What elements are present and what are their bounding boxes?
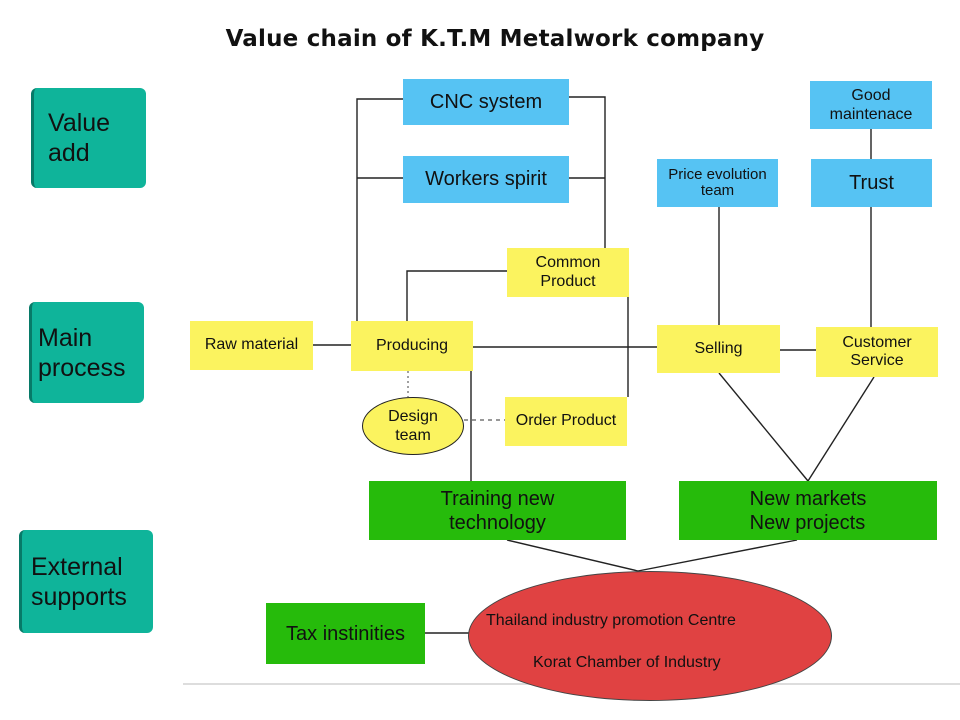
node-producing: Producing — [351, 321, 473, 371]
node-trust: Trust — [811, 159, 932, 207]
node-common-product: Common Product — [507, 248, 629, 297]
node-order-product-label: Order Product — [515, 412, 617, 430]
category-value-add-label: Value add — [48, 109, 111, 167]
connector-common-producing — [406, 270, 507, 321]
node-design-team: Design team — [362, 397, 464, 455]
connector-markets-ellipse — [637, 539, 798, 572]
connector-training-ellipse — [506, 539, 639, 572]
connector-cnc-right — [569, 96, 606, 248]
category-main-process-label: Main process — [38, 323, 126, 382]
node-common-product-label: Common Product — [535, 254, 601, 290]
node-institutions-ellipse — [468, 571, 832, 701]
node-customer-service-label: Customer Service — [842, 333, 912, 369]
node-price-evolution-team-label: Price evolution team — [668, 165, 767, 199]
node-raw-material: Raw material — [190, 321, 313, 370]
category-external-supports-label: External supports — [31, 552, 127, 611]
node-price-evolution-team: Price evolution team — [657, 159, 778, 207]
node-raw-material-label: Raw material — [204, 336, 299, 354]
node-cnc-system: CNC system — [403, 79, 569, 125]
connector-selling-markets — [718, 372, 809, 482]
node-selling-label: Selling — [694, 339, 743, 357]
node-design-team-label: Design team — [388, 407, 438, 444]
node-producing-label: Producing — [375, 336, 449, 354]
node-good-maintenace: Good maintenace — [810, 81, 932, 129]
node-tax-instinities-label: Tax instinities — [286, 622, 405, 645]
node-training-new-technology-label: Training new technology — [440, 487, 555, 534]
node-good-maintenace-label: Good maintenace — [829, 86, 913, 123]
category-external-supports: External supports — [19, 530, 153, 633]
node-order-product: Order Product — [505, 397, 627, 446]
institution-thailand-promotion-centre: Thailand industry promotion Centre — [486, 612, 736, 629]
node-new-markets-projects-label: New markets New projects — [749, 487, 867, 534]
category-value-add: Value add — [31, 88, 146, 188]
connector-cnc-left — [356, 98, 403, 321]
node-new-markets-projects: New markets New projects — [679, 481, 937, 540]
node-tax-instinities: Tax instinities — [266, 603, 425, 664]
institution-korat-chamber: Korat Chamber of Industry — [533, 654, 721, 671]
node-customer-service: Customer Service — [816, 327, 938, 377]
connector-customer-markets — [807, 376, 875, 482]
category-main-process: Main process — [29, 302, 144, 403]
node-selling: Selling — [657, 325, 780, 373]
node-trust-label: Trust — [849, 171, 894, 194]
node-workers-spirit-label: Workers spirit — [425, 168, 547, 190]
node-cnc-system-label: CNC system — [429, 90, 543, 113]
node-workers-spirit: Workers spirit — [403, 156, 569, 203]
node-training-new-technology: Training new technology — [369, 481, 626, 540]
diagram-title: Value chain of K.T.M Metalwork company — [225, 26, 765, 52]
